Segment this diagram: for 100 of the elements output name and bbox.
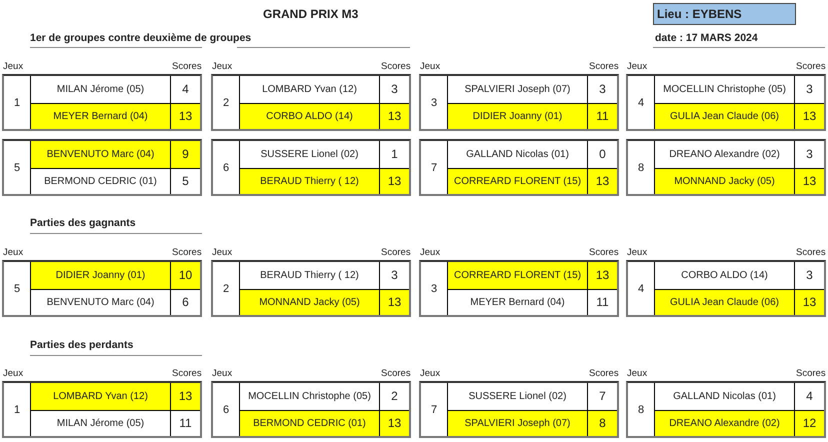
score-value: 11 — [596, 295, 609, 310]
column-header: Jeux — [3, 369, 24, 378]
player-row — [30, 410, 200, 436]
player-row — [239, 288, 409, 315]
score-value: 12 — [802, 416, 816, 430]
match-table — [2, 74, 202, 131]
player-name: MOCELLIN Christophe (05) — [248, 390, 371, 402]
game-number: 8 — [638, 162, 644, 174]
player-row — [30, 168, 200, 194]
column-header: Jeux — [212, 62, 232, 72]
score-value: 3 — [599, 82, 606, 96]
score-value: 13 — [388, 109, 402, 124]
match-table — [626, 74, 826, 131]
player-name: DIDIER Joanny (01) — [472, 110, 562, 122]
player-name: DREANO Alexandre (02) — [669, 418, 780, 429]
score-value: 3 — [806, 268, 813, 282]
score-value: 5 — [182, 174, 189, 188]
score-value: 10 — [178, 268, 192, 282]
column-header: Jeux — [420, 369, 440, 378]
match-table — [626, 139, 826, 196]
player-name: SPALVIERI Joseph (07) — [464, 418, 570, 429]
player-name: BERMOND CEDRIC (01) — [253, 418, 366, 429]
column-header: Scores — [172, 62, 202, 72]
player-row — [447, 168, 617, 194]
section-heading: Parties des gagnants — [30, 218, 136, 228]
score-value: 3 — [391, 82, 398, 96]
score-value: 4 — [182, 82, 189, 96]
match-table — [419, 74, 619, 131]
player-name: LOMBARD Yvan (12) — [262, 84, 357, 95]
score-value: 13 — [388, 295, 402, 310]
player-name: SPALVIERI Joseph (07) — [464, 84, 570, 95]
player-name: MOCELLIN Christophe (05) — [663, 84, 786, 95]
column-header: Scores — [796, 248, 826, 258]
match-table — [419, 139, 619, 196]
score-value: 2 — [391, 389, 398, 404]
score-value: 13 — [802, 295, 816, 310]
score-value: 6 — [182, 295, 189, 310]
score-value: 13 — [178, 389, 192, 404]
column-header: Scores — [381, 369, 411, 378]
player-row — [654, 410, 824, 436]
page-title: GRAND PRIX M3 — [263, 8, 358, 20]
game-number: 5 — [14, 282, 20, 294]
column-header: Scores — [172, 369, 202, 378]
game-number: 5 — [14, 162, 20, 174]
score-value: 8 — [599, 416, 606, 430]
match-table — [211, 74, 411, 131]
column-header: Jeux — [627, 248, 648, 258]
match-table — [626, 381, 826, 438]
player-name: MILAN Jérome (05) — [56, 418, 144, 429]
player-row — [30, 288, 200, 315]
player-name: MEYER Bernard (04) — [53, 110, 148, 122]
section-heading: 1er de groupes contre deuxième de groupes — [30, 33, 252, 44]
score-value: 11 — [179, 416, 192, 430]
column-header: Jeux — [3, 62, 24, 72]
player-name: GALLAND Nicolas (01) — [673, 390, 776, 402]
match-table — [211, 381, 411, 438]
player-row — [30, 102, 200, 129]
game-number: 1 — [14, 96, 20, 108]
player-name: BENVENUTO Marc (04) — [46, 296, 154, 308]
player-name: CORREARD FLORENT (15) — [454, 270, 582, 281]
score-value: 13 — [178, 109, 192, 124]
column-header: Jeux — [3, 248, 24, 258]
game-number: 6 — [222, 404, 230, 416]
score-value: 11 — [596, 109, 609, 124]
section-heading: Parties des perdants — [30, 340, 134, 350]
column-header: Jeux — [420, 62, 440, 72]
column-header: Scores — [589, 248, 619, 258]
game-number: 2 — [222, 96, 230, 108]
score-value: 0 — [599, 147, 606, 162]
player-row — [654, 102, 824, 129]
score-value: 3 — [806, 147, 813, 162]
game-number: 2 — [222, 282, 230, 294]
score-value: 9 — [182, 147, 189, 162]
score-value: 13 — [802, 174, 816, 188]
match-table — [2, 260, 202, 317]
player-name: SUSSERE Lionel (02) — [260, 148, 358, 160]
player-row — [30, 141, 200, 168]
column-header: Scores — [381, 248, 411, 258]
player-row — [447, 410, 617, 436]
column-header: Scores — [589, 369, 619, 378]
player-row — [239, 168, 409, 194]
game-number: 3 — [430, 96, 438, 108]
column-header: Scores — [589, 62, 619, 72]
column-header: Jeux — [420, 248, 440, 258]
match-table — [419, 260, 619, 317]
player-row — [654, 288, 824, 315]
column-header: Jeux — [212, 369, 232, 378]
match-table — [211, 260, 411, 317]
player-name: BERAUD Thierry ( 12) — [260, 176, 359, 187]
match-table — [211, 139, 411, 196]
player-name: BENVENUTO Marc (04) — [46, 148, 154, 160]
score-value: 3 — [391, 268, 398, 282]
player-row — [447, 262, 617, 288]
column-header: Scores — [172, 248, 202, 258]
game-number: 1 — [14, 404, 20, 416]
player-name: MEYER Bernard (04) — [470, 296, 565, 308]
player-name: MILAN Jérome (05) — [56, 84, 144, 95]
column-header: Scores — [796, 369, 826, 378]
player-name: DREANO Alexandre (02) — [669, 148, 780, 160]
player-row — [654, 168, 824, 194]
